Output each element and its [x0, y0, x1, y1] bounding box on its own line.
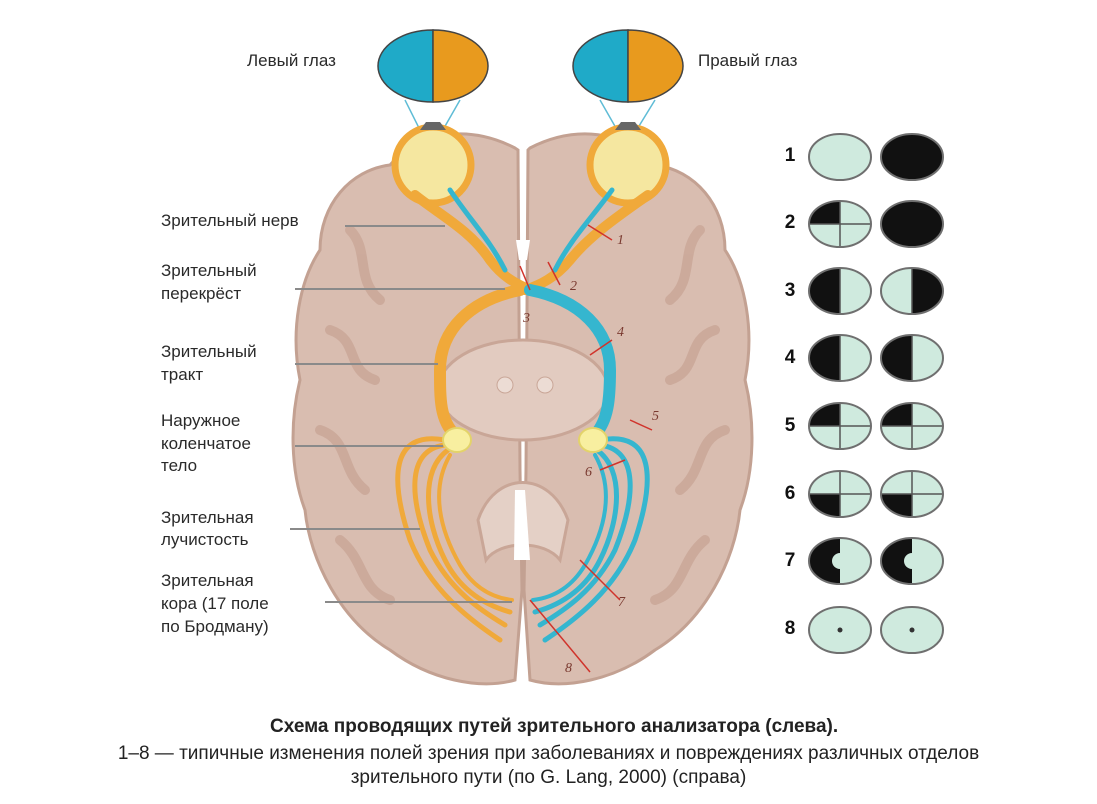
lgn-label-line2: коленчатое	[161, 434, 251, 453]
visual-field-4-left	[808, 334, 872, 382]
visual-field-column	[808, 133, 944, 654]
visual-field-2-left	[808, 200, 872, 248]
left-eyeball	[391, 122, 475, 207]
left-eye-label: Левый глаз	[247, 51, 336, 70]
lgn-label-line1: Наружное	[161, 411, 241, 430]
optic-radiation-label-line2: лучистость	[161, 530, 249, 549]
visual-field-7-left	[808, 537, 872, 585]
optic-chiasm-label-line2: перекрёст	[161, 284, 242, 303]
field-number-4: 4	[784, 347, 796, 368]
leader-lines	[290, 225, 512, 603]
visual-field-2-right	[880, 200, 944, 248]
right-lgn	[578, 427, 608, 453]
lesion-marker-6: 6	[585, 465, 592, 480]
field-number-2: 2	[784, 212, 796, 233]
lgn-label-line3: тело	[161, 456, 198, 475]
field-number-5: 5	[784, 415, 796, 436]
optic-radiation-label-line1: Зрительная	[161, 508, 254, 527]
left-lgn	[442, 427, 472, 453]
field-number-6: 6	[784, 483, 796, 504]
visual-field-8-right	[880, 606, 944, 654]
left-eye-field	[377, 29, 489, 103]
visual-cortex-label-line3: по Бродману)	[161, 617, 269, 636]
midbrain	[436, 338, 610, 442]
optic-nerve-label: Зрительный нерв	[161, 211, 299, 230]
field-number-3: 3	[784, 280, 796, 301]
lesion-marker-1: 1	[617, 233, 624, 248]
visual-field-3-right	[880, 267, 944, 315]
visual-field-5-left	[808, 402, 872, 450]
right-eye-field	[572, 29, 684, 103]
field-number-8: 8	[784, 618, 796, 639]
visual-cortex-label-line2: кора (17 поле	[161, 594, 269, 613]
caption-line2: 1–8 — типичные изменения полей зрения пр…	[117, 743, 980, 764]
visual-field-1-right	[880, 133, 944, 181]
lesion-marker-8: 8	[565, 661, 572, 676]
visual-field-7-right	[880, 537, 944, 585]
visual-field-5-right	[880, 402, 944, 450]
lesion-marker-4: 4	[617, 325, 624, 340]
lesion-markers	[519, 224, 653, 673]
optic-tract-label-line1: Зрительный	[161, 342, 257, 361]
lesion-marker-5: 5	[652, 409, 659, 424]
lesion-marker-7: 7	[618, 595, 626, 610]
caption-line3: зрительного пути (по G. Lang, 2000) (спр…	[350, 767, 747, 788]
visual-field-1-left	[808, 133, 872, 181]
right-eye-label: Правый глаз	[698, 51, 798, 70]
visual-field-8-left	[808, 606, 872, 654]
right-eyeball	[586, 122, 670, 207]
visual-pathway-diagram: 1 2 3 4 5 6 7 8	[290, 29, 944, 686]
lesion-marker-3: 3	[522, 311, 530, 326]
optic-tract-label-line2: тракт	[161, 365, 204, 384]
visual-cortex-label-line1: Зрительная	[161, 571, 254, 590]
field-number-7: 7	[784, 550, 796, 571]
visual-field-6-right	[880, 470, 944, 518]
lesion-marker-2: 2	[570, 279, 577, 294]
brain	[291, 132, 754, 686]
visual-field-6-left	[808, 470, 872, 518]
optic-chiasm-label-line1: Зрительный	[161, 261, 257, 280]
visual-field-3-left	[808, 267, 872, 315]
visual-field-4-right	[880, 334, 944, 382]
caption-title: Схема проводящих путей зрительного анали…	[270, 716, 839, 737]
field-number-1: 1	[784, 145, 796, 166]
